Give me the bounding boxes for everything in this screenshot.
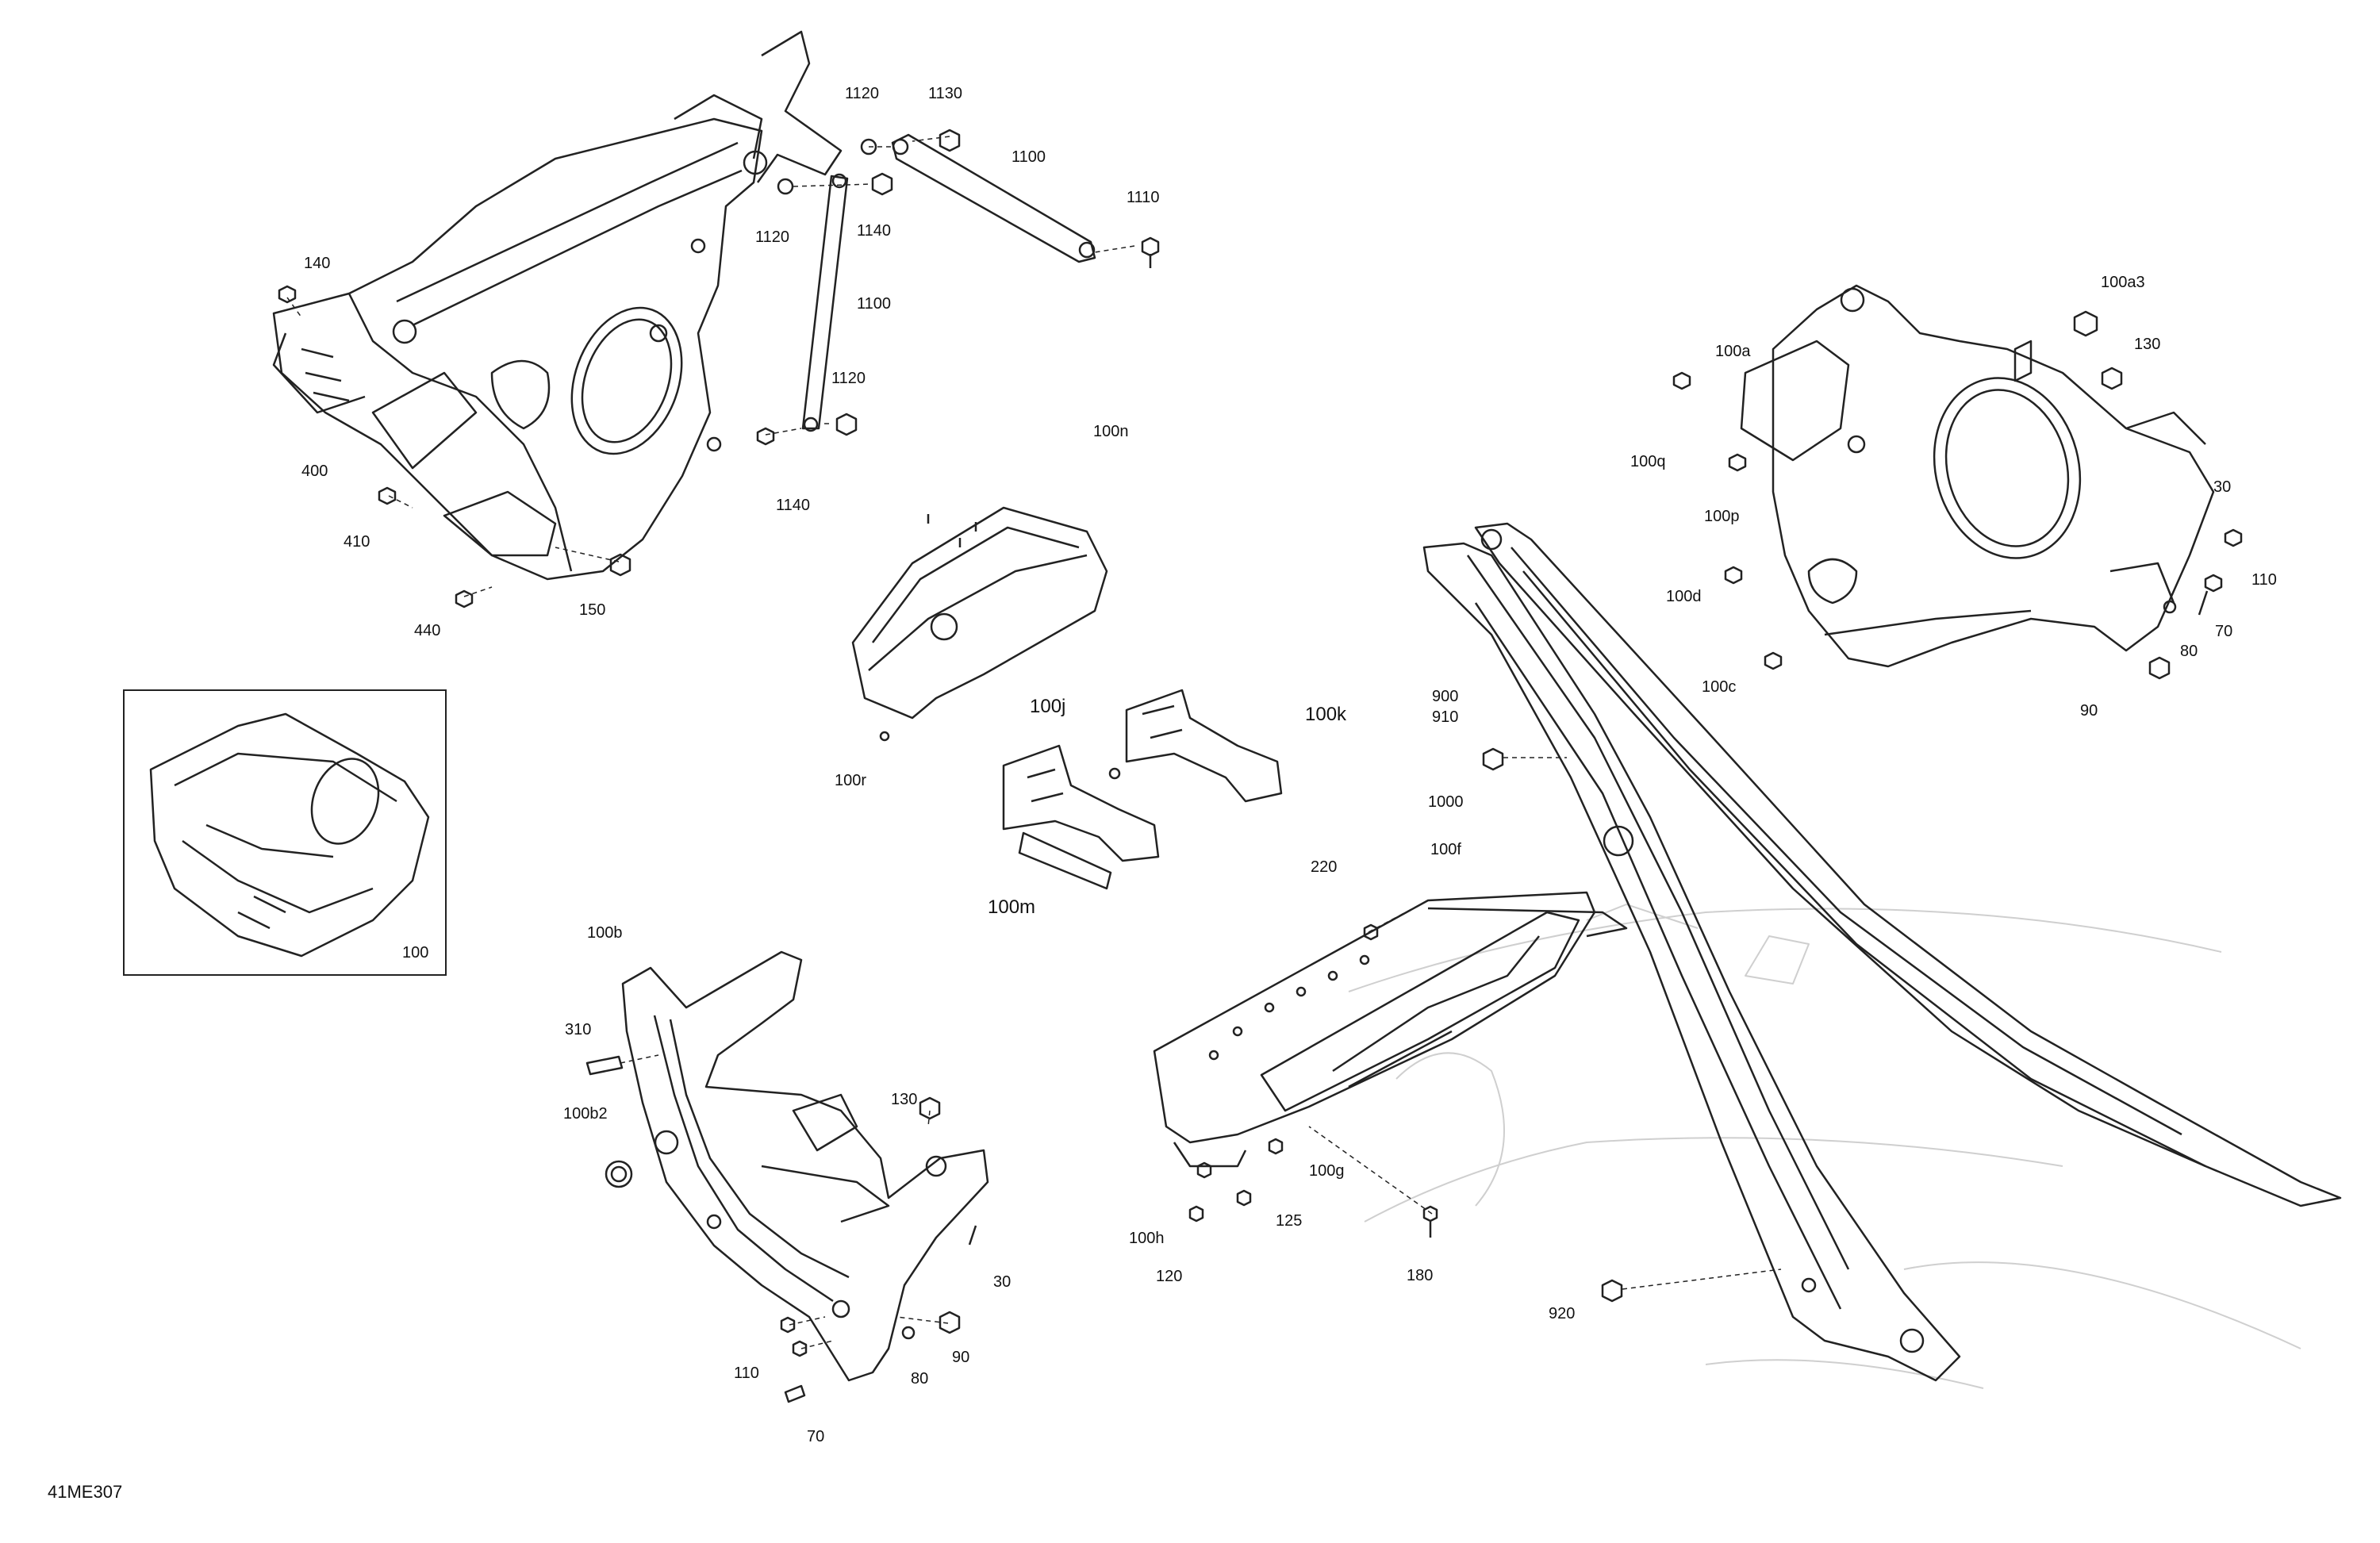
- callout-100m: 100m: [988, 896, 1036, 918]
- callout-1110: 1110: [1127, 189, 1160, 206]
- skid-plate-100f: [1153, 891, 1628, 1168]
- callout-100r: 100r: [835, 772, 867, 789]
- leader-lines-bottom-center: [620, 1054, 949, 1349]
- callout-100c: 100c: [1702, 678, 1737, 696]
- callout-80: 80: [911, 1370, 929, 1388]
- plate-100n: [851, 506, 1108, 742]
- callout-100a3: 100a3: [2101, 274, 2145, 291]
- callout-150: 150: [579, 601, 606, 619]
- callout-910: 910: [1432, 708, 1459, 726]
- ghost-vehicle-outline: [1348, 904, 2301, 1389]
- inset-label: 100: [402, 944, 429, 961]
- diagram-reference-code: 41ME307: [48, 1482, 123, 1502]
- callout-400: 400: [301, 463, 328, 480]
- callout-100j: 100j: [1030, 696, 1066, 717]
- callout-100n: 100n: [1093, 423, 1129, 440]
- callout-410: 410: [344, 533, 370, 551]
- bracket-100k: [1125, 689, 1283, 803]
- bracket-100m: [1002, 744, 1160, 890]
- callout-180: 180: [1407, 1267, 1434, 1284]
- callout-220: 220: [1311, 858, 1338, 876]
- side-rail-900: [1422, 542, 1961, 1382]
- callout-100k: 100k: [1305, 704, 1347, 725]
- rear-frame-assembly-100a: [1740, 284, 2215, 668]
- fasteners-bottom-center: [585, 1055, 977, 1403]
- callout-80: 80: [2180, 643, 2198, 660]
- callout-130: 130: [2134, 336, 2161, 353]
- callout-1100: 1100: [1012, 148, 1046, 166]
- callout-1140: 1140: [776, 497, 811, 514]
- callout-110: 110: [734, 1365, 759, 1382]
- front-frame-section-100b: [621, 950, 989, 1382]
- callout-1120: 1120: [845, 85, 880, 102]
- callout-440: 440: [414, 622, 441, 639]
- callout-100d: 100d: [1666, 588, 1702, 605]
- callout-100q: 100q: [1630, 453, 1666, 470]
- strut-1100-horizontal: [891, 133, 1096, 263]
- callout-140: 140: [304, 255, 331, 272]
- callout-1000: 1000: [1428, 793, 1464, 811]
- callout-90: 90: [2080, 702, 2098, 720]
- fastener-100j: [1108, 767, 1121, 780]
- callout-130: 130: [891, 1091, 918, 1108]
- leader-lines-right: [1308, 757, 1782, 1290]
- callout-1120: 1120: [831, 370, 866, 387]
- callout-120: 120: [1156, 1268, 1183, 1285]
- callout-70: 70: [807, 1428, 825, 1445]
- callout-90: 90: [952, 1349, 970, 1366]
- callout-30: 30: [2213, 478, 2232, 496]
- callout-70: 70: [2215, 623, 2233, 640]
- callout-1100: 1100: [857, 295, 892, 313]
- callout-30: 30: [993, 1273, 1012, 1291]
- callout-125: 125: [1276, 1212, 1303, 1230]
- fasteners-top: [278, 129, 1160, 608]
- callout-100g: 100g: [1309, 1162, 1345, 1180]
- inset-frame: 100: [123, 689, 447, 976]
- callout-1140: 1140: [857, 222, 892, 240]
- callout-100f: 100f: [1430, 841, 1461, 858]
- callout-920: 920: [1549, 1305, 1576, 1322]
- callout-100a: 100a: [1715, 343, 1751, 360]
- callout-100p: 100p: [1704, 508, 1740, 525]
- front-frame-assembly-400: [272, 30, 843, 581]
- callout-100b2: 100b2: [563, 1105, 608, 1123]
- callout-310: 310: [565, 1021, 592, 1038]
- leader-lines-top-left: [286, 136, 1135, 597]
- inset-assembly-100: [149, 712, 430, 958]
- callout-100h: 100h: [1129, 1230, 1165, 1247]
- callout-1120: 1120: [755, 228, 790, 246]
- callout-1130: 1130: [928, 85, 963, 102]
- callout-110: 110: [2251, 571, 2277, 589]
- callout-900: 900: [1432, 688, 1459, 705]
- side-rail-910: [1474, 522, 2342, 1207]
- strut-1100-vertical: [801, 173, 849, 432]
- callout-100b: 100b: [587, 924, 623, 942]
- fasteners-right: [1672, 310, 2243, 680]
- fasteners-skid: [1188, 747, 1623, 1303]
